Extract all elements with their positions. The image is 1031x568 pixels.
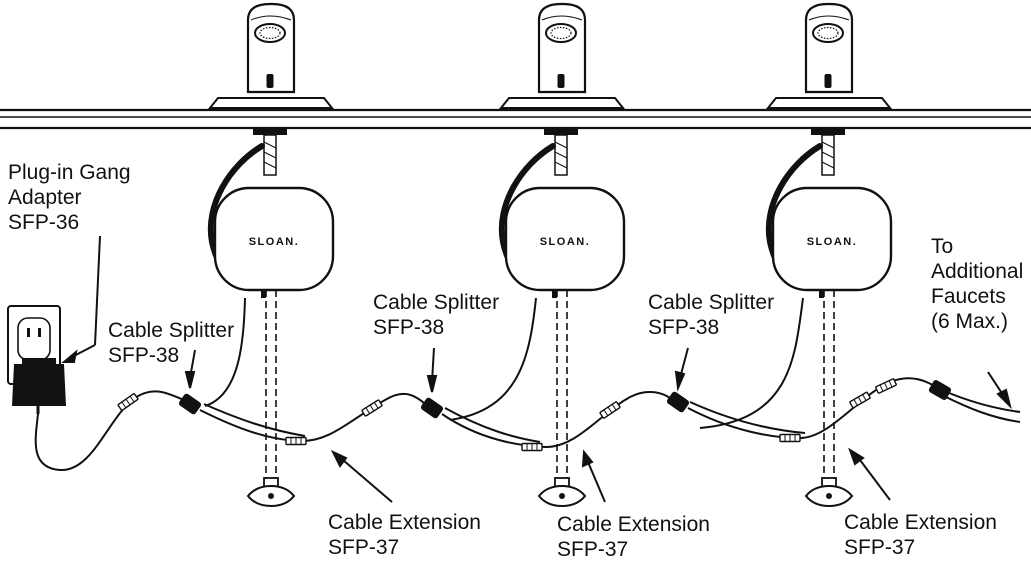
label-line: Plug-in Gang bbox=[8, 161, 131, 184]
inline-connectors bbox=[117, 377, 898, 452]
label-line: (6 Max.) bbox=[931, 310, 1009, 333]
gang-adapter bbox=[12, 358, 66, 414]
label-line: Additional bbox=[931, 260, 1024, 283]
label-line: SFP-38 bbox=[648, 316, 720, 339]
label-extension-1: Cable Extension SFP-37 bbox=[328, 510, 481, 560]
brand-logo: SLOAN. bbox=[540, 236, 591, 248]
faucet-assembly-2: SLOAN. bbox=[501, 4, 624, 506]
label-line: Cable Splitter bbox=[373, 291, 500, 314]
cable-splitter-2 bbox=[419, 396, 445, 420]
label-splitter-1: Cable Splitter SFP-38 bbox=[108, 318, 234, 368]
label-line: Cable Extension bbox=[557, 513, 710, 536]
label-additional-faucets: To Additional Faucets (6 Max.) bbox=[931, 234, 1023, 334]
brand-logo: SLOAN. bbox=[807, 236, 858, 248]
label-line: SFP-37 bbox=[844, 536, 916, 559]
label-extension-3: Cable Extension SFP-37 bbox=[844, 510, 997, 560]
label-extension-2: Cable Extension SFP-37 bbox=[557, 512, 710, 562]
box-leads bbox=[204, 297, 804, 429]
label-line: SFP-37 bbox=[557, 538, 629, 561]
label-line: SFP-38 bbox=[108, 344, 180, 367]
label-line: Faucets bbox=[931, 285, 1006, 308]
faucet-assembly-3: SLOAN. bbox=[768, 4, 891, 506]
label-line: Cable Splitter bbox=[648, 291, 775, 314]
countertop bbox=[0, 108, 1031, 130]
leader-arrows bbox=[61, 235, 1012, 503]
label-line: To bbox=[931, 235, 954, 258]
brand-logo: SLOAN. bbox=[249, 236, 300, 248]
label-line: Cable Splitter bbox=[108, 319, 235, 342]
label-splitter-3: Cable Splitter SFP-38 bbox=[648, 290, 774, 340]
label-line: SFP-36 bbox=[8, 211, 80, 234]
label-gang-adapter: Plug-in Gang Adapter SFP-36 bbox=[8, 160, 131, 235]
label-line: SFP-38 bbox=[373, 316, 445, 339]
cable-splitter-3 bbox=[665, 390, 691, 414]
faucet-assembly-1: SLOAN. bbox=[210, 4, 333, 506]
label-line: Cable Extension bbox=[328, 511, 481, 534]
label-line: Adapter bbox=[8, 186, 82, 209]
label-splitter-2: Cable Splitter SFP-38 bbox=[373, 290, 499, 340]
trunk-cable bbox=[34, 377, 1021, 472]
label-line: Cable Extension bbox=[844, 511, 997, 534]
cable-splitter-1 bbox=[177, 392, 203, 416]
label-line: SFP-37 bbox=[328, 536, 400, 559]
